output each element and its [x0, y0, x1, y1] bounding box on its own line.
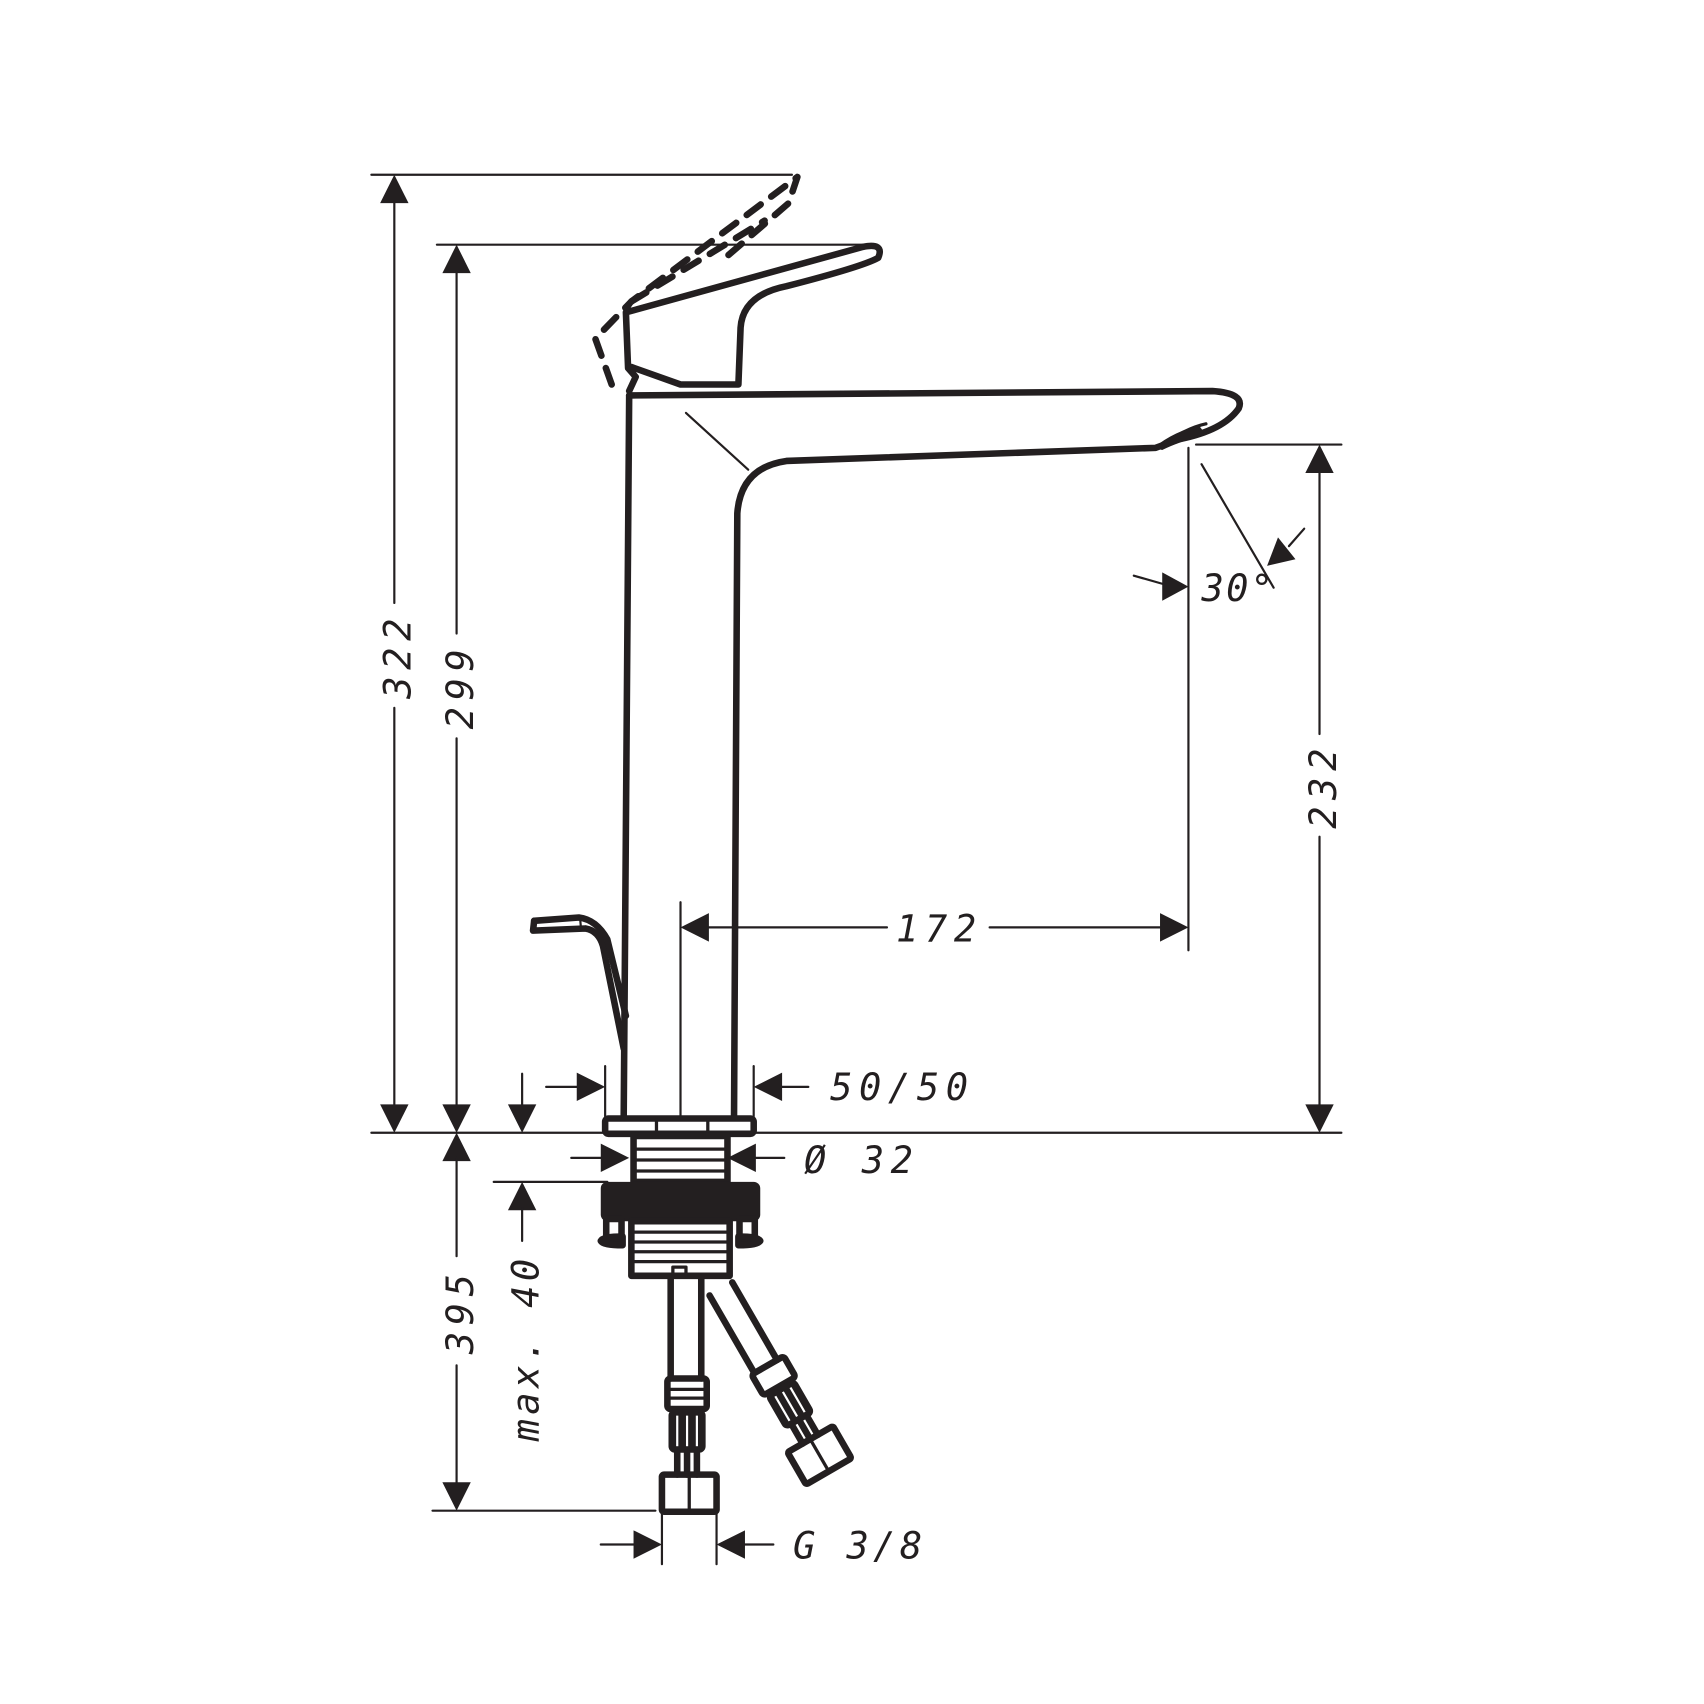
dim-label-172: 172	[896, 908, 983, 951]
arrow-right-icon	[1160, 913, 1189, 942]
arrow-down-icon	[507, 1104, 537, 1133]
arrow-down-icon	[1305, 1104, 1334, 1133]
dim-label-322: 322	[377, 612, 420, 700]
arrow-right-icon	[633, 1530, 662, 1559]
dimension-max-40: max. 40	[505, 1181, 548, 1442]
arrow-left-icon	[716, 1530, 745, 1559]
faucet-body	[620, 387, 1243, 1120]
dimension-30-degree: 30°	[1132, 463, 1306, 610]
arrow-up-icon	[380, 174, 409, 204]
dimension-322: 322	[377, 174, 420, 1133]
arrow-left-icon	[753, 1072, 783, 1102]
base-mounting	[597, 1115, 764, 1280]
dimension-395: 395	[439, 1132, 482, 1511]
dim-label-g-3-8: G 3/8	[793, 1525, 927, 1568]
dim-label-299: 299	[439, 643, 482, 730]
arrow-up-icon	[442, 1132, 471, 1162]
arrow-down-icon	[442, 1104, 471, 1133]
extension-lines	[370, 173, 1343, 1512]
dimension-172: 172	[680, 908, 1189, 951]
arrow-down-icon	[380, 1104, 409, 1133]
dimension-diameter-32: Ø 32	[570, 1139, 920, 1182]
supply-hose-straight	[658, 1274, 720, 1516]
lever-open-position-dashed	[592, 173, 801, 388]
dim-label-50-50: 50/50	[830, 1066, 975, 1109]
lever-handle	[622, 242, 883, 395]
supply-hose-angled	[706, 1279, 854, 1487]
arrow-up-icon	[1305, 444, 1334, 473]
drain-rod	[529, 914, 630, 1052]
arrow-right-icon	[576, 1072, 606, 1102]
dim-label-30-degree: 30°	[1201, 567, 1276, 610]
arrow-icon	[1267, 537, 1296, 566]
dim-label-395: 395	[439, 1267, 482, 1355]
dim-label-max-40: max. 40	[505, 1254, 548, 1442]
arrow-up-icon	[442, 244, 471, 274]
dim-label-diameter-32: Ø 32	[804, 1139, 920, 1182]
arrow-left-icon	[727, 1143, 756, 1173]
arrow-right-icon	[600, 1143, 630, 1173]
dimension-232: 232	[1302, 444, 1345, 1133]
dimension-50-50: 50/50	[507, 1064, 975, 1133]
dim-label-232: 232	[1302, 742, 1345, 829]
dimension-g-3-8: G 3/8	[599, 1509, 927, 1568]
arrow-up-icon	[507, 1181, 537, 1211]
arrow-left-icon	[680, 913, 709, 942]
arrow-right-icon	[1162, 572, 1189, 601]
dimension-299: 299	[439, 244, 482, 1133]
arrow-down-icon	[442, 1482, 471, 1511]
